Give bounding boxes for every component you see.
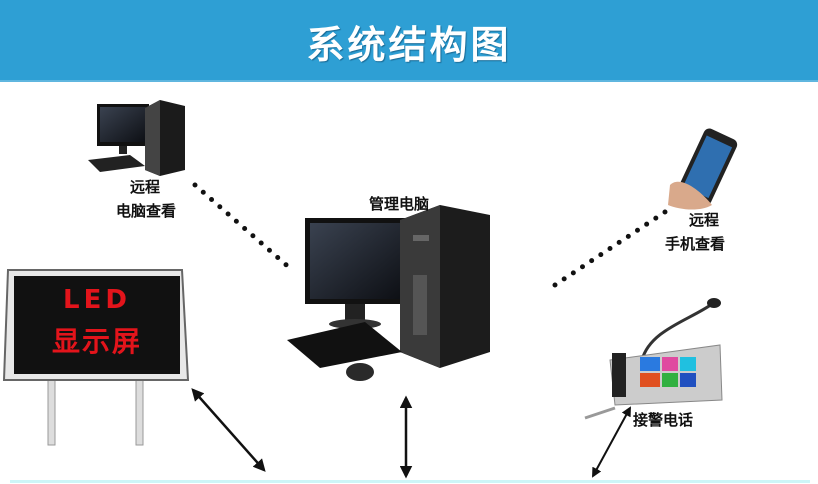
dotted-link-remote-pc bbox=[192, 182, 295, 273]
remote-phone-label-line2: 手机查看 bbox=[665, 235, 726, 253]
dotted-link-remote-phone bbox=[552, 207, 671, 288]
alarm-phone-label: 接警电话 bbox=[633, 411, 694, 429]
bottom-divider bbox=[10, 480, 810, 483]
alarm-desk-phone-illustration bbox=[584, 298, 723, 420]
arrow-alarm-link bbox=[592, 406, 631, 478]
led-display-illustration bbox=[2, 269, 190, 446]
remote-pc-illustration bbox=[88, 100, 185, 176]
management-pc-label: 管理电脑 bbox=[369, 195, 430, 213]
page-title: 系统结构图 bbox=[306, 23, 512, 67]
header-banner: 系统结构图 bbox=[0, 0, 818, 82]
mobile-phone-illustration bbox=[668, 128, 738, 210]
remote-pc-label-line2: 电脑查看 bbox=[116, 202, 177, 220]
led-text-line1: LED bbox=[63, 285, 131, 315]
management-pc-illustration bbox=[287, 205, 490, 381]
remote-phone-label-line1: 远程 bbox=[689, 211, 720, 229]
arrow-led-link bbox=[191, 388, 266, 472]
remote-pc-label-line1: 远程 bbox=[130, 178, 161, 196]
led-text-line2: 显示屏 bbox=[51, 325, 142, 358]
